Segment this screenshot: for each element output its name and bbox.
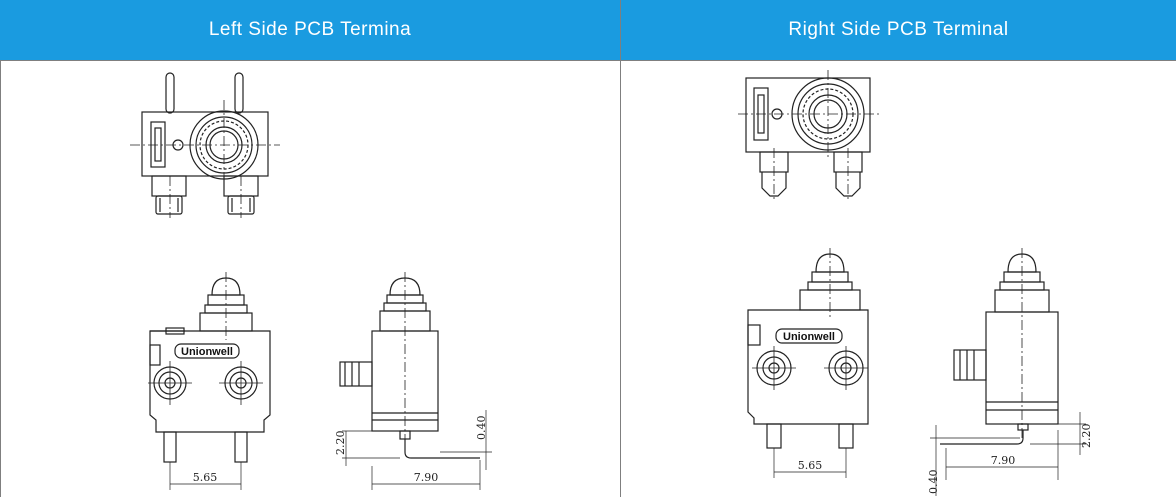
left-offset-dimension: 0.40 [475,416,488,441]
left-height-dimension: 2.20 [334,431,347,456]
left-width-dimension: 5.65 [193,471,218,484]
left-side-view: 2.20 0.40 7.90 [334,272,492,490]
right-offset-dimension: 0.40 [927,470,940,495]
right-side-drawings: Unionwell 5.65 [738,70,1093,496]
right-top-view [738,70,880,200]
left-brand-label: Unionwell [181,346,233,358]
left-top-view [130,72,280,218]
right-length-dimension: 7.90 [991,454,1016,467]
header-left-label: Left Side PCB Termina [208,19,412,40]
right-width-dimension: 5.65 [798,459,823,472]
left-front-view: Unionwell 5.65 [148,272,271,490]
right-front-view: Unionwell 5.65 [747,248,869,478]
left-border [0,60,1,497]
left-side-drawings: Unionwell 5.65 [130,72,492,490]
right-side-view: 2.20 0.40 7.90 [927,248,1093,496]
right-height-dimension: 2.20 [1080,424,1093,449]
header-left-side-pcb: Left Side PCB Termina [0,0,620,60]
column-divider [620,0,621,497]
header-right-side-pcb: Right Side PCB Terminal [621,0,1176,60]
header-right-label: Right Side PCB Terminal [788,19,1009,40]
left-length-dimension: 7.90 [414,471,439,484]
header-rule [0,60,1176,61]
right-brand-label: Unionwell [783,331,835,343]
